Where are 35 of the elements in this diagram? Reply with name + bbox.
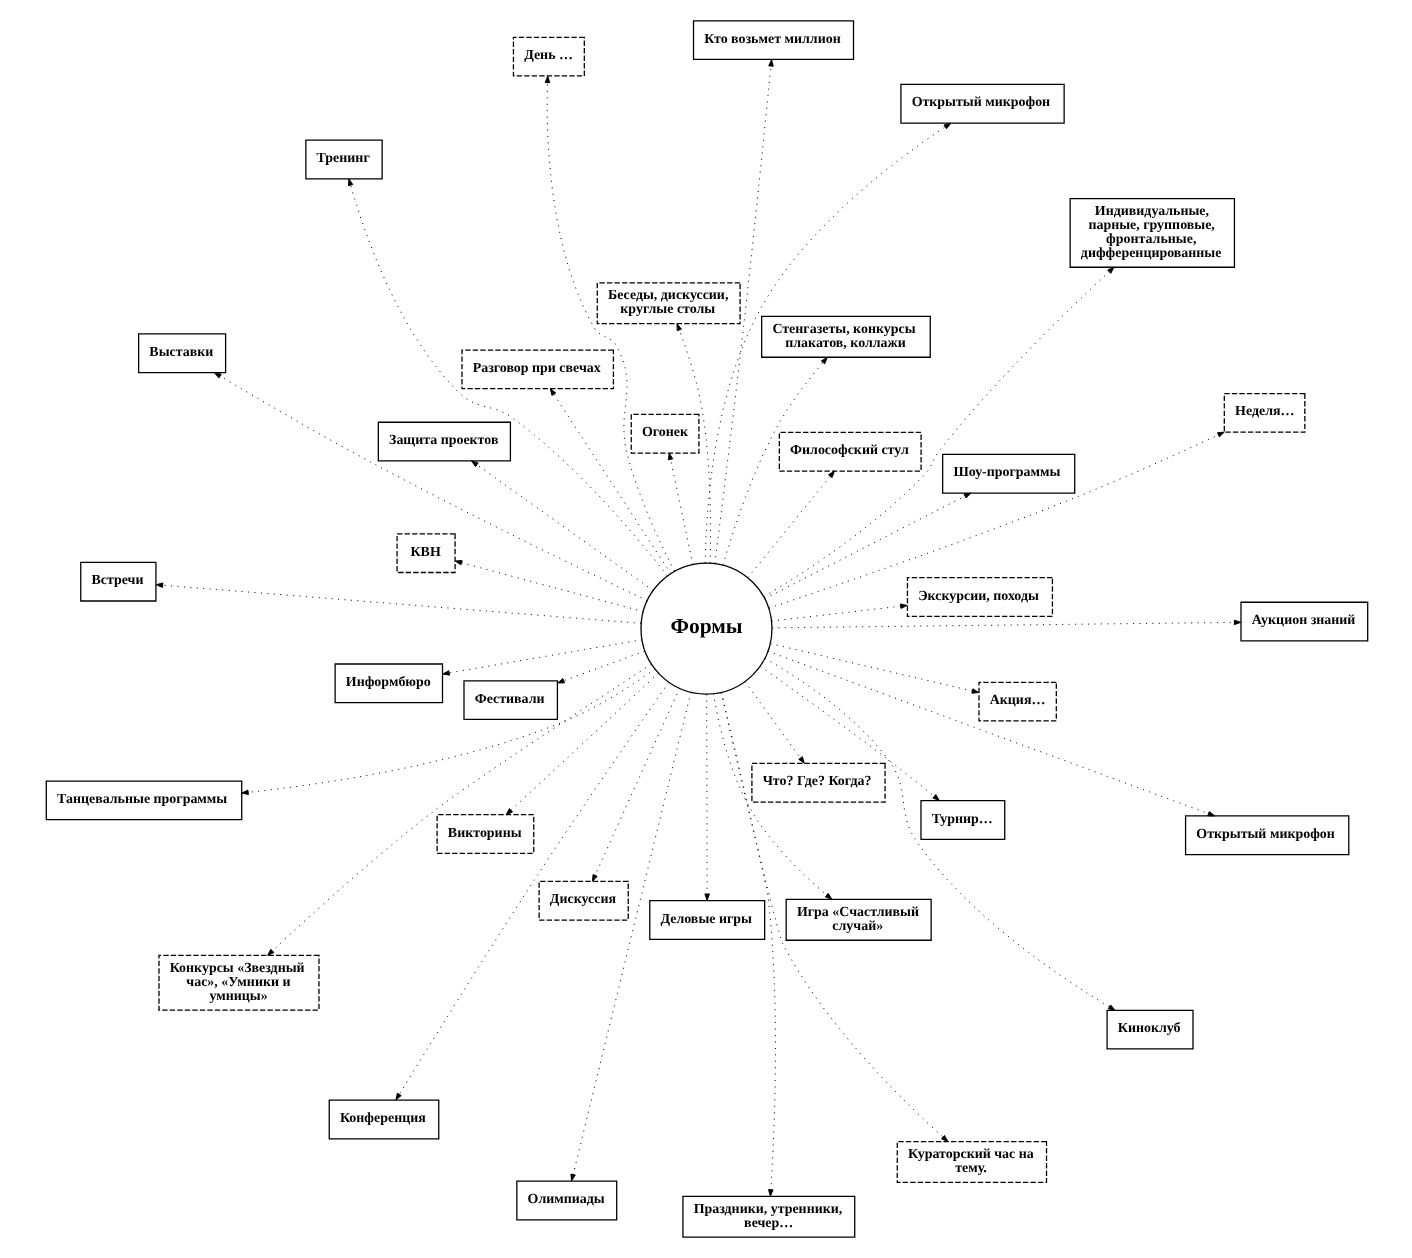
arrow	[770, 603, 907, 622]
arrow	[746, 470, 834, 578]
arrow	[441, 639, 642, 676]
arrow	[762, 266, 1114, 598]
arrow	[703, 122, 951, 564]
arrow	[766, 650, 1215, 817]
arrow	[719, 691, 948, 1142]
arrow	[703, 693, 709, 901]
arrow	[743, 681, 804, 764]
arrow	[213, 372, 647, 602]
arrow	[758, 665, 939, 801]
arrow	[556, 650, 645, 684]
arrow	[590, 687, 680, 882]
arrow	[713, 59, 773, 564]
arrow	[504, 672, 658, 816]
arrow	[453, 560, 643, 613]
arrow	[763, 657, 1115, 1011]
arrow	[769, 643, 979, 694]
arrow	[470, 460, 653, 591]
arrow	[548, 388, 671, 575]
arrow	[770, 619, 1241, 629]
arrow	[767, 431, 1224, 609]
arrow	[154, 582, 641, 624]
arrow	[394, 682, 669, 1101]
arrow	[721, 357, 827, 566]
arrow	[675, 323, 710, 564]
arrow	[346, 178, 667, 576]
arrow	[666, 452, 693, 565]
arrow	[712, 693, 832, 900]
arrow	[569, 691, 691, 1182]
arrow	[763, 492, 971, 600]
arrow	[543, 75, 674, 572]
node-circle: Формы	[639, 562, 772, 695]
arrow	[266, 663, 651, 956]
arrow	[240, 668, 655, 796]
